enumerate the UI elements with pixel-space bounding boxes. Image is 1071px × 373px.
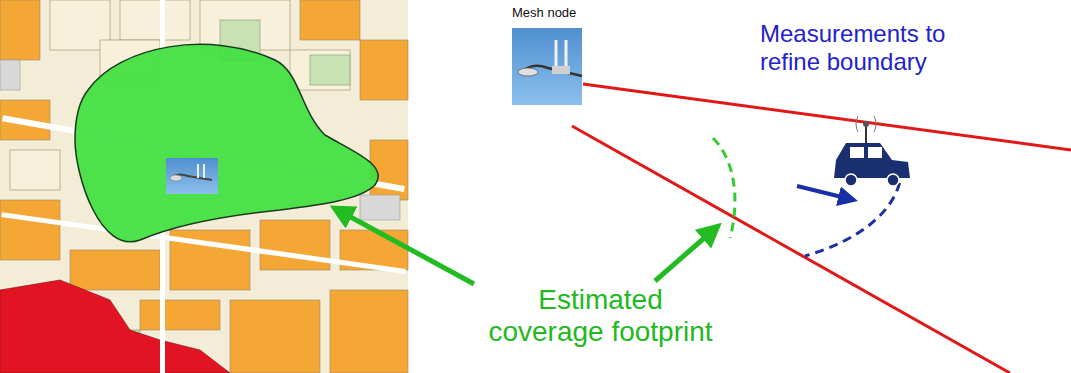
estimated-boundary: [713, 138, 735, 238]
beam-edge: [583, 84, 1071, 150]
city-map: [0, 0, 408, 373]
measurement-arrow: [797, 186, 854, 200]
mesh-node-photo: [512, 28, 582, 105]
car-icon: [834, 116, 910, 186]
measured-boundary: [805, 168, 902, 256]
pointer-arrow: [655, 226, 718, 281]
annotation-text: Measurements to refine boundary: [760, 20, 960, 75]
pointer-arrow: [334, 208, 474, 284]
coverage-footprint: [75, 44, 378, 241]
mesh-node-photo-small: [166, 158, 218, 194]
annotation-text: Estimated coverage footprint: [483, 284, 718, 348]
photo-caption: Mesh node: [512, 6, 632, 21]
